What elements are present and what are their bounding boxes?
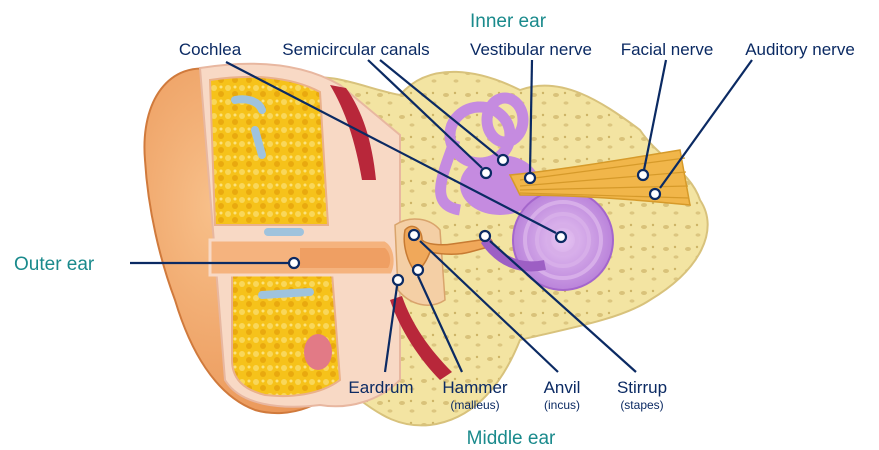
marker-hammer bbox=[413, 265, 423, 275]
leader-auditory bbox=[660, 60, 752, 188]
eardrum-label: Eardrum bbox=[348, 378, 413, 397]
marker-cochlea bbox=[556, 232, 566, 242]
cartilage-4 bbox=[262, 292, 310, 295]
gland bbox=[304, 334, 332, 370]
marker-stirrup bbox=[480, 231, 490, 241]
vestibular-nerve-label: Vestibular nerve bbox=[470, 40, 592, 59]
stirrup-sublabel: (stapes) bbox=[620, 398, 663, 412]
fatty-tissue-upper bbox=[210, 77, 328, 225]
anvil-sublabel: (incus) bbox=[544, 398, 580, 412]
stirrup-label: Stirrup bbox=[617, 378, 667, 397]
middle-ear-label: Middle ear bbox=[467, 428, 556, 449]
cochlea-label: Cochlea bbox=[179, 40, 242, 59]
facial-nerve-label: Facial nerve bbox=[621, 40, 714, 59]
marker-canals-b bbox=[498, 155, 508, 165]
marker-vestibular bbox=[525, 173, 535, 183]
hammer-label: Hammer bbox=[442, 378, 508, 397]
outer-ear-label: Outer ear bbox=[14, 254, 95, 275]
marker-outer-ear bbox=[289, 258, 299, 268]
ear-canal-inner bbox=[300, 248, 390, 268]
semicircular-canals-label: Semicircular canals bbox=[282, 40, 429, 59]
marker-eardrum bbox=[393, 275, 403, 285]
anvil-label: Anvil bbox=[544, 378, 581, 397]
marker-anvil bbox=[409, 230, 419, 240]
auditory-nerve-label: Auditory nerve bbox=[745, 40, 855, 59]
marker-auditory bbox=[650, 189, 660, 199]
hammer-sublabel: (malleus) bbox=[450, 398, 499, 412]
inner-ear-label: Inner ear bbox=[470, 11, 547, 32]
marker-canals-a bbox=[481, 168, 491, 178]
marker-facial bbox=[638, 170, 648, 180]
